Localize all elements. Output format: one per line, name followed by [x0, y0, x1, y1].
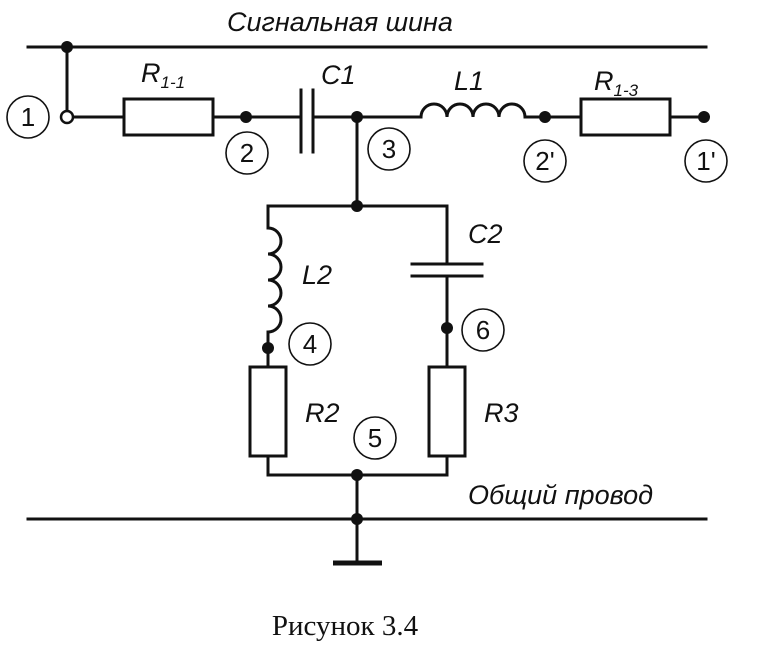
junction-dot: [240, 111, 252, 123]
junction-dot: [351, 513, 363, 525]
junction-dot: [351, 200, 363, 212]
svg-text:1': 1': [696, 146, 715, 176]
signal-bus-label: Сигнальная шина: [227, 7, 453, 37]
node-label-2-prime: 2': [523, 139, 567, 183]
inductor-l2: [266, 226, 283, 334]
resistor-r13: [579, 97, 672, 137]
node-label-6: 6: [461, 308, 505, 352]
node-label-1: 1: [6, 95, 50, 139]
junction-dot: [351, 469, 363, 481]
node-label-2: 2: [225, 131, 269, 175]
label-c1: C1: [321, 60, 356, 90]
node-label-1-prime: 1': [684, 139, 728, 183]
junction-dot: [441, 322, 453, 334]
open-terminal-1: [59, 109, 75, 125]
svg-text:1: 1: [21, 102, 35, 132]
label-c2: C2: [468, 219, 503, 249]
svg-text:2: 2: [240, 138, 254, 168]
inductor-l1: [419, 102, 527, 119]
junction-dot: [262, 342, 274, 354]
resistor-r3: [427, 365, 467, 458]
svg-text:3: 3: [382, 134, 396, 164]
svg-text:4: 4: [303, 329, 317, 359]
resistor-r2: [248, 365, 288, 458]
node-label-4: 4: [288, 322, 332, 366]
svg-text:6: 6: [476, 315, 490, 345]
capacitor-c2: [410, 262, 484, 278]
label-r11: R1-1: [141, 58, 185, 92]
label-r3: R3: [484, 398, 519, 428]
label-r2: R2: [305, 398, 340, 428]
junction-dot: [351, 111, 363, 123]
junction-dot: [698, 111, 710, 123]
node-label-3: 3: [367, 127, 411, 171]
capacitor-c1: [299, 88, 315, 154]
svg-text:2': 2': [535, 146, 554, 176]
svg-text:5: 5: [368, 423, 382, 453]
label-r13: R1-3: [594, 66, 639, 100]
label-l1: L1: [454, 66, 484, 96]
common-wire-label: Общий провод: [468, 480, 653, 510]
label-l2: L2: [302, 260, 332, 290]
node-label-5: 5: [353, 416, 397, 460]
figure-caption: Рисунок 3.4: [272, 610, 419, 642]
junction-dot: [61, 41, 73, 53]
junction-dot: [539, 111, 551, 123]
resistor-r11: [122, 97, 215, 137]
